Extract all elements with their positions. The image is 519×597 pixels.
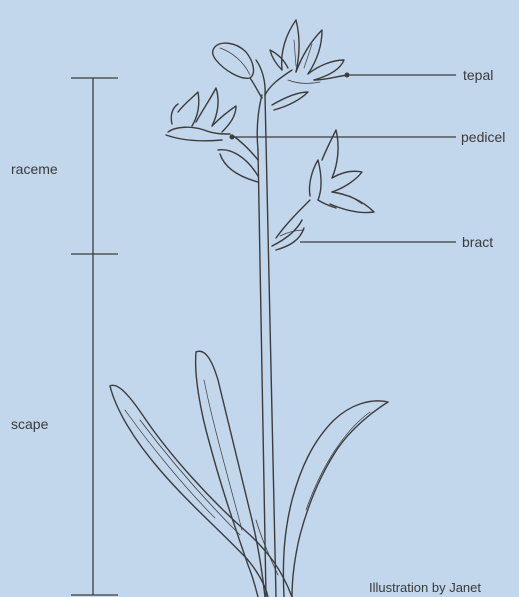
left-flower-tepal-4 — [171, 104, 178, 124]
pedicel-pointer-dot — [230, 135, 234, 139]
left-flower — [166, 88, 258, 182]
label-raceme: raceme — [11, 161, 58, 177]
left-pedicel — [232, 135, 258, 160]
left-flower-base-top — [168, 127, 230, 134]
plant-drawing — [110, 20, 388, 597]
upper-stalk-left — [257, 95, 262, 150]
label-tepal: tepal — [463, 67, 493, 83]
top-flower-tepal-1 — [282, 20, 299, 72]
lower-flower-stamen — [350, 196, 362, 204]
top-flower-tepal-tip — [314, 75, 348, 80]
left-flower-tepal-2 — [196, 88, 218, 126]
top-flower-tepal-4 — [270, 50, 288, 70]
bud-body — [213, 43, 254, 78]
lower-flower-base — [318, 200, 336, 208]
upper-stalk-branch — [265, 70, 292, 95]
stalk-right-edge — [265, 95, 276, 597]
top-flower-stamen-1 — [294, 40, 296, 66]
flower-bud — [213, 43, 265, 98]
lower-flower — [272, 130, 374, 250]
right-leaf-outer — [283, 401, 388, 597]
left-flower-base-bottom — [166, 135, 222, 141]
tepal-pointer-dot — [345, 73, 349, 77]
lower-bract-bottom — [276, 228, 304, 250]
left-leaf-vein — [140, 420, 240, 535]
label-bract: bract — [462, 234, 493, 250]
left-leaf-vein-2 — [125, 410, 215, 518]
left-leaf-inner — [110, 386, 268, 597]
basal-leaves — [110, 351, 388, 597]
measurement-bracket — [71, 78, 118, 595]
top-flower — [270, 20, 349, 83]
middle-leaf-right-edge — [196, 351, 265, 597]
right-leaf-vein — [306, 412, 370, 510]
lower-flower-tepal-3 — [332, 171, 362, 192]
label-pedicel: pedicel — [461, 129, 505, 145]
lower-flower-tepal-2 — [309, 160, 321, 200]
upper-bract — [272, 92, 308, 110]
right-leaf-inner — [292, 402, 388, 597]
label-scape: scape — [11, 416, 48, 432]
illustration-credit: Illustration by Janet — [369, 580, 481, 595]
lower-flower-tepal-4 — [330, 192, 374, 213]
left-flower-tepal-1 — [178, 92, 199, 126]
scape-stalk — [258, 95, 276, 597]
bud-pedicel — [250, 78, 262, 98]
